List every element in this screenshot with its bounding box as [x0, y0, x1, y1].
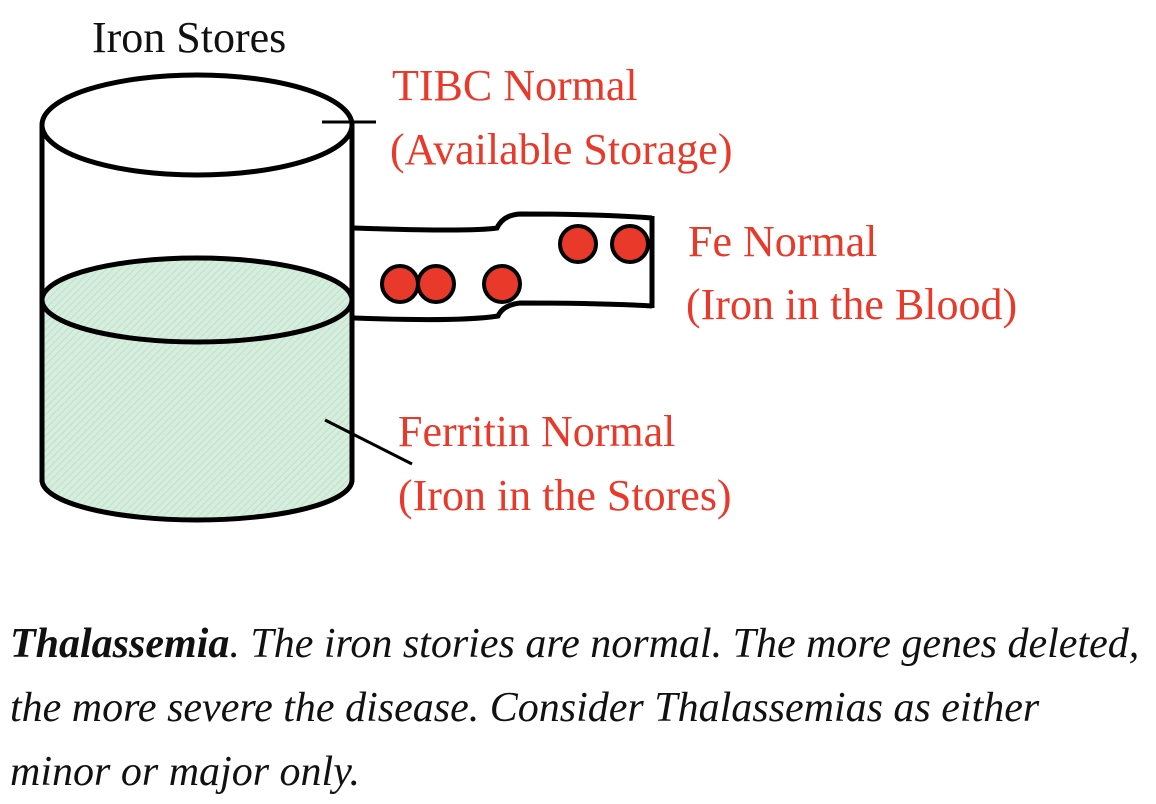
fe-label: Fe Normal	[688, 217, 878, 266]
blood-pipe	[353, 211, 653, 233]
iron-dot	[558, 224, 598, 264]
tibc-label: TIBC Normal	[392, 61, 638, 110]
iron-dot	[610, 224, 650, 264]
fe-sublabel: (Iron in the Blood)	[686, 280, 1018, 329]
iron-stores-fill	[42, 300, 352, 520]
cylinder-bottom	[39, 479, 355, 523]
caption-text: . The iron stories are normal. The more …	[10, 621, 1140, 795]
blood-pipe-bottom	[353, 300, 653, 323]
caption: Thalassemia. The iron stories are normal…	[10, 612, 1150, 804]
iron-stores-label: Iron Stores	[92, 13, 287, 62]
ferritin-leader-line	[324, 418, 413, 466]
iron-dot	[380, 264, 420, 304]
iron-dot	[416, 264, 456, 304]
ferritin-label: Ferritin Normal	[398, 407, 676, 456]
cylinder-top-rim	[39, 72, 355, 178]
tibc-sublabel: (Available Storage)	[390, 125, 733, 174]
ferritin-sublabel: (Iron in the Stores)	[398, 471, 732, 520]
iron-stores-level	[39, 255, 355, 345]
iron-dot	[482, 264, 522, 304]
caption-term: Thalassemia	[10, 621, 230, 667]
